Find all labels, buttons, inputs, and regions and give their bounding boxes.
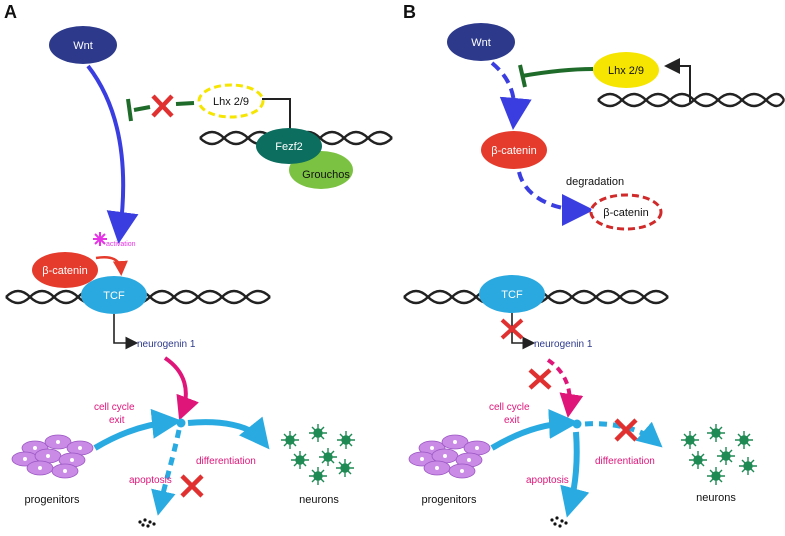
beta-catenin-label-a: β-catenin <box>42 265 87 277</box>
lhx-gene-connector-a <box>262 98 291 130</box>
neurons-label-b: neurons <box>696 492 736 504</box>
beta-catenin-label-b: β-catenin <box>491 145 536 157</box>
beta-catenin-node-b <box>481 131 547 169</box>
differentiation-arrow-b <box>584 421 663 448</box>
differentiation-arrow-a <box>187 416 270 450</box>
lhx-inhibition-a <box>126 94 195 122</box>
dna-helix-b-top <box>597 92 785 108</box>
red-x-icon <box>500 318 524 340</box>
beta-catenin-to-tcf-arrow <box>95 256 128 276</box>
branch-node-a <box>176 418 186 428</box>
apoptotic-debris-icon <box>138 518 156 528</box>
neurogenin-label-a: neurogenin 1 <box>137 339 196 350</box>
exit-label-b: exit <box>504 415 520 426</box>
neurons-label-a: neurons <box>299 494 339 506</box>
wnt-node-a <box>49 26 117 64</box>
red-x-icon <box>614 418 638 442</box>
red-x-icon <box>180 474 204 498</box>
neurogenin-to-exit-arrow-b <box>546 358 584 418</box>
apoptosis-arrow-a <box>151 429 182 516</box>
tcf-node-b <box>479 275 545 313</box>
progenitors-to-node-arrow-a <box>93 408 182 451</box>
wnt-activation-arrow <box>86 64 139 244</box>
exit-label-a: exit <box>109 415 125 426</box>
red-x-icon <box>528 368 552 390</box>
progenitor-cells-icon <box>11 434 94 479</box>
wnt-label-b: Wnt <box>471 37 491 49</box>
neurogenin-gene-arrow-a <box>113 314 139 350</box>
apoptotic-debris-icon <box>550 516 568 528</box>
tcf-label-a: TCF <box>103 290 125 302</box>
wnt-to-beta-catenin-arrow-b <box>490 61 532 130</box>
panel-a: A Wnt Lhx 2/9 Grouchos <box>4 2 393 528</box>
lhx-inhibition-b <box>518 64 594 88</box>
apoptosis-label-a: apoptosis <box>129 475 172 486</box>
apoptosis-label-b: apoptosis <box>526 475 569 486</box>
lhx-node-b <box>593 52 659 88</box>
lhx-node-a <box>197 83 265 119</box>
tcf-node-a <box>81 276 147 314</box>
progenitors-label-a: progenitors <box>24 494 80 506</box>
fezf2-node <box>256 128 322 164</box>
differentiation-label-b: differentiation <box>595 456 655 467</box>
neurogenin-gene-arrow-b <box>511 313 536 350</box>
degradation-label: degradation <box>566 176 624 188</box>
beta-catenin-degraded-node <box>589 193 663 231</box>
progenitors-to-node-arrow-b <box>490 408 579 451</box>
activation-label: activation <box>106 241 136 248</box>
lhx-gene-connector-b <box>664 58 691 102</box>
neurogenin-label-b: neurogenin 1 <box>534 339 593 350</box>
cell-cycle-label-a: cell cycle <box>94 402 135 413</box>
neurogenin-to-exit-arrow-a <box>163 356 199 421</box>
red-x-icon <box>151 94 174 118</box>
tcf-label-b: TCF <box>501 289 523 301</box>
panel-b-letter: B <box>403 2 416 22</box>
differentiation-label-a: differentiation <box>196 456 256 467</box>
neuron-cells-icon <box>281 424 355 485</box>
progenitor-cells-icon <box>408 434 491 479</box>
lhx-label-a: Lhx 2/9 <box>213 96 249 108</box>
apoptosis-arrow-b <box>560 431 590 518</box>
grouchos-label: Grouchos <box>302 169 350 181</box>
lhx-label-b: Lhx 2/9 <box>608 65 644 77</box>
fezf2-label: Fezf2 <box>275 141 303 153</box>
progenitor-nuclei <box>23 440 82 473</box>
beta-catenin-degraded-label: β-catenin <box>603 207 648 219</box>
activation-star-icon <box>93 232 107 246</box>
progenitor-nuclei <box>420 440 479 473</box>
panel-b: B Wnt Lhx 2/9 β-catenin degradation β-ca… <box>403 2 785 528</box>
wnt-node-b <box>447 23 515 61</box>
branch-node-b <box>572 419 582 429</box>
panel-a-letter: A <box>4 2 17 22</box>
progenitors-label-b: progenitors <box>421 494 477 506</box>
neuron-cells-icon <box>681 424 757 485</box>
cell-cycle-label-b: cell cycle <box>489 402 530 413</box>
beta-catenin-node-a <box>32 252 98 288</box>
degradation-arrow <box>517 171 594 226</box>
wnt-label-a: Wnt <box>73 40 93 52</box>
